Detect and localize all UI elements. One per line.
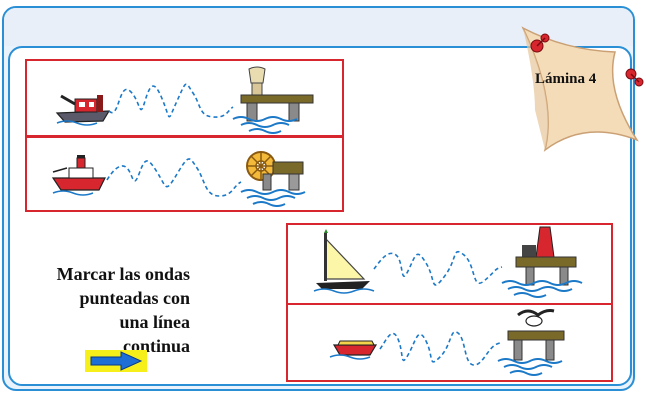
instruction-text: Marcar las ondas punteadas con una línea… — [0, 262, 190, 358]
tugboat-icon — [55, 94, 111, 126]
pin-icon — [530, 33, 550, 53]
sheet-tag — [521, 26, 644, 152]
rowboat-icon — [329, 340, 378, 360]
arrow-icon — [85, 350, 147, 372]
instruction-line-2: punteadas con — [79, 288, 190, 308]
trace-box-2 — [25, 136, 344, 212]
dashed-wave[interactable] — [373, 250, 503, 286]
seagull-pier-icon — [497, 309, 565, 376]
dashed-wave[interactable] — [379, 331, 501, 366]
pin-icon — [625, 68, 644, 87]
oil-rig-icon — [501, 226, 583, 298]
trace-box-1 — [25, 59, 344, 137]
dashed-wave[interactable] — [108, 83, 234, 118]
sheet-label: Lámina 4 — [535, 71, 597, 87]
wheel-pier-icon — [240, 151, 306, 207]
trace-box-3 — [286, 223, 613, 305]
dashed-wave[interactable] — [106, 158, 242, 197]
sailboat-icon — [313, 229, 375, 294]
instruction-line-1: Marcar las ondas — [56, 264, 190, 284]
pier-icon — [232, 66, 314, 134]
trace-box-4 — [286, 303, 613, 382]
instruction-line-3: una línea — [119, 312, 190, 332]
steamboat-icon — [51, 155, 106, 196]
